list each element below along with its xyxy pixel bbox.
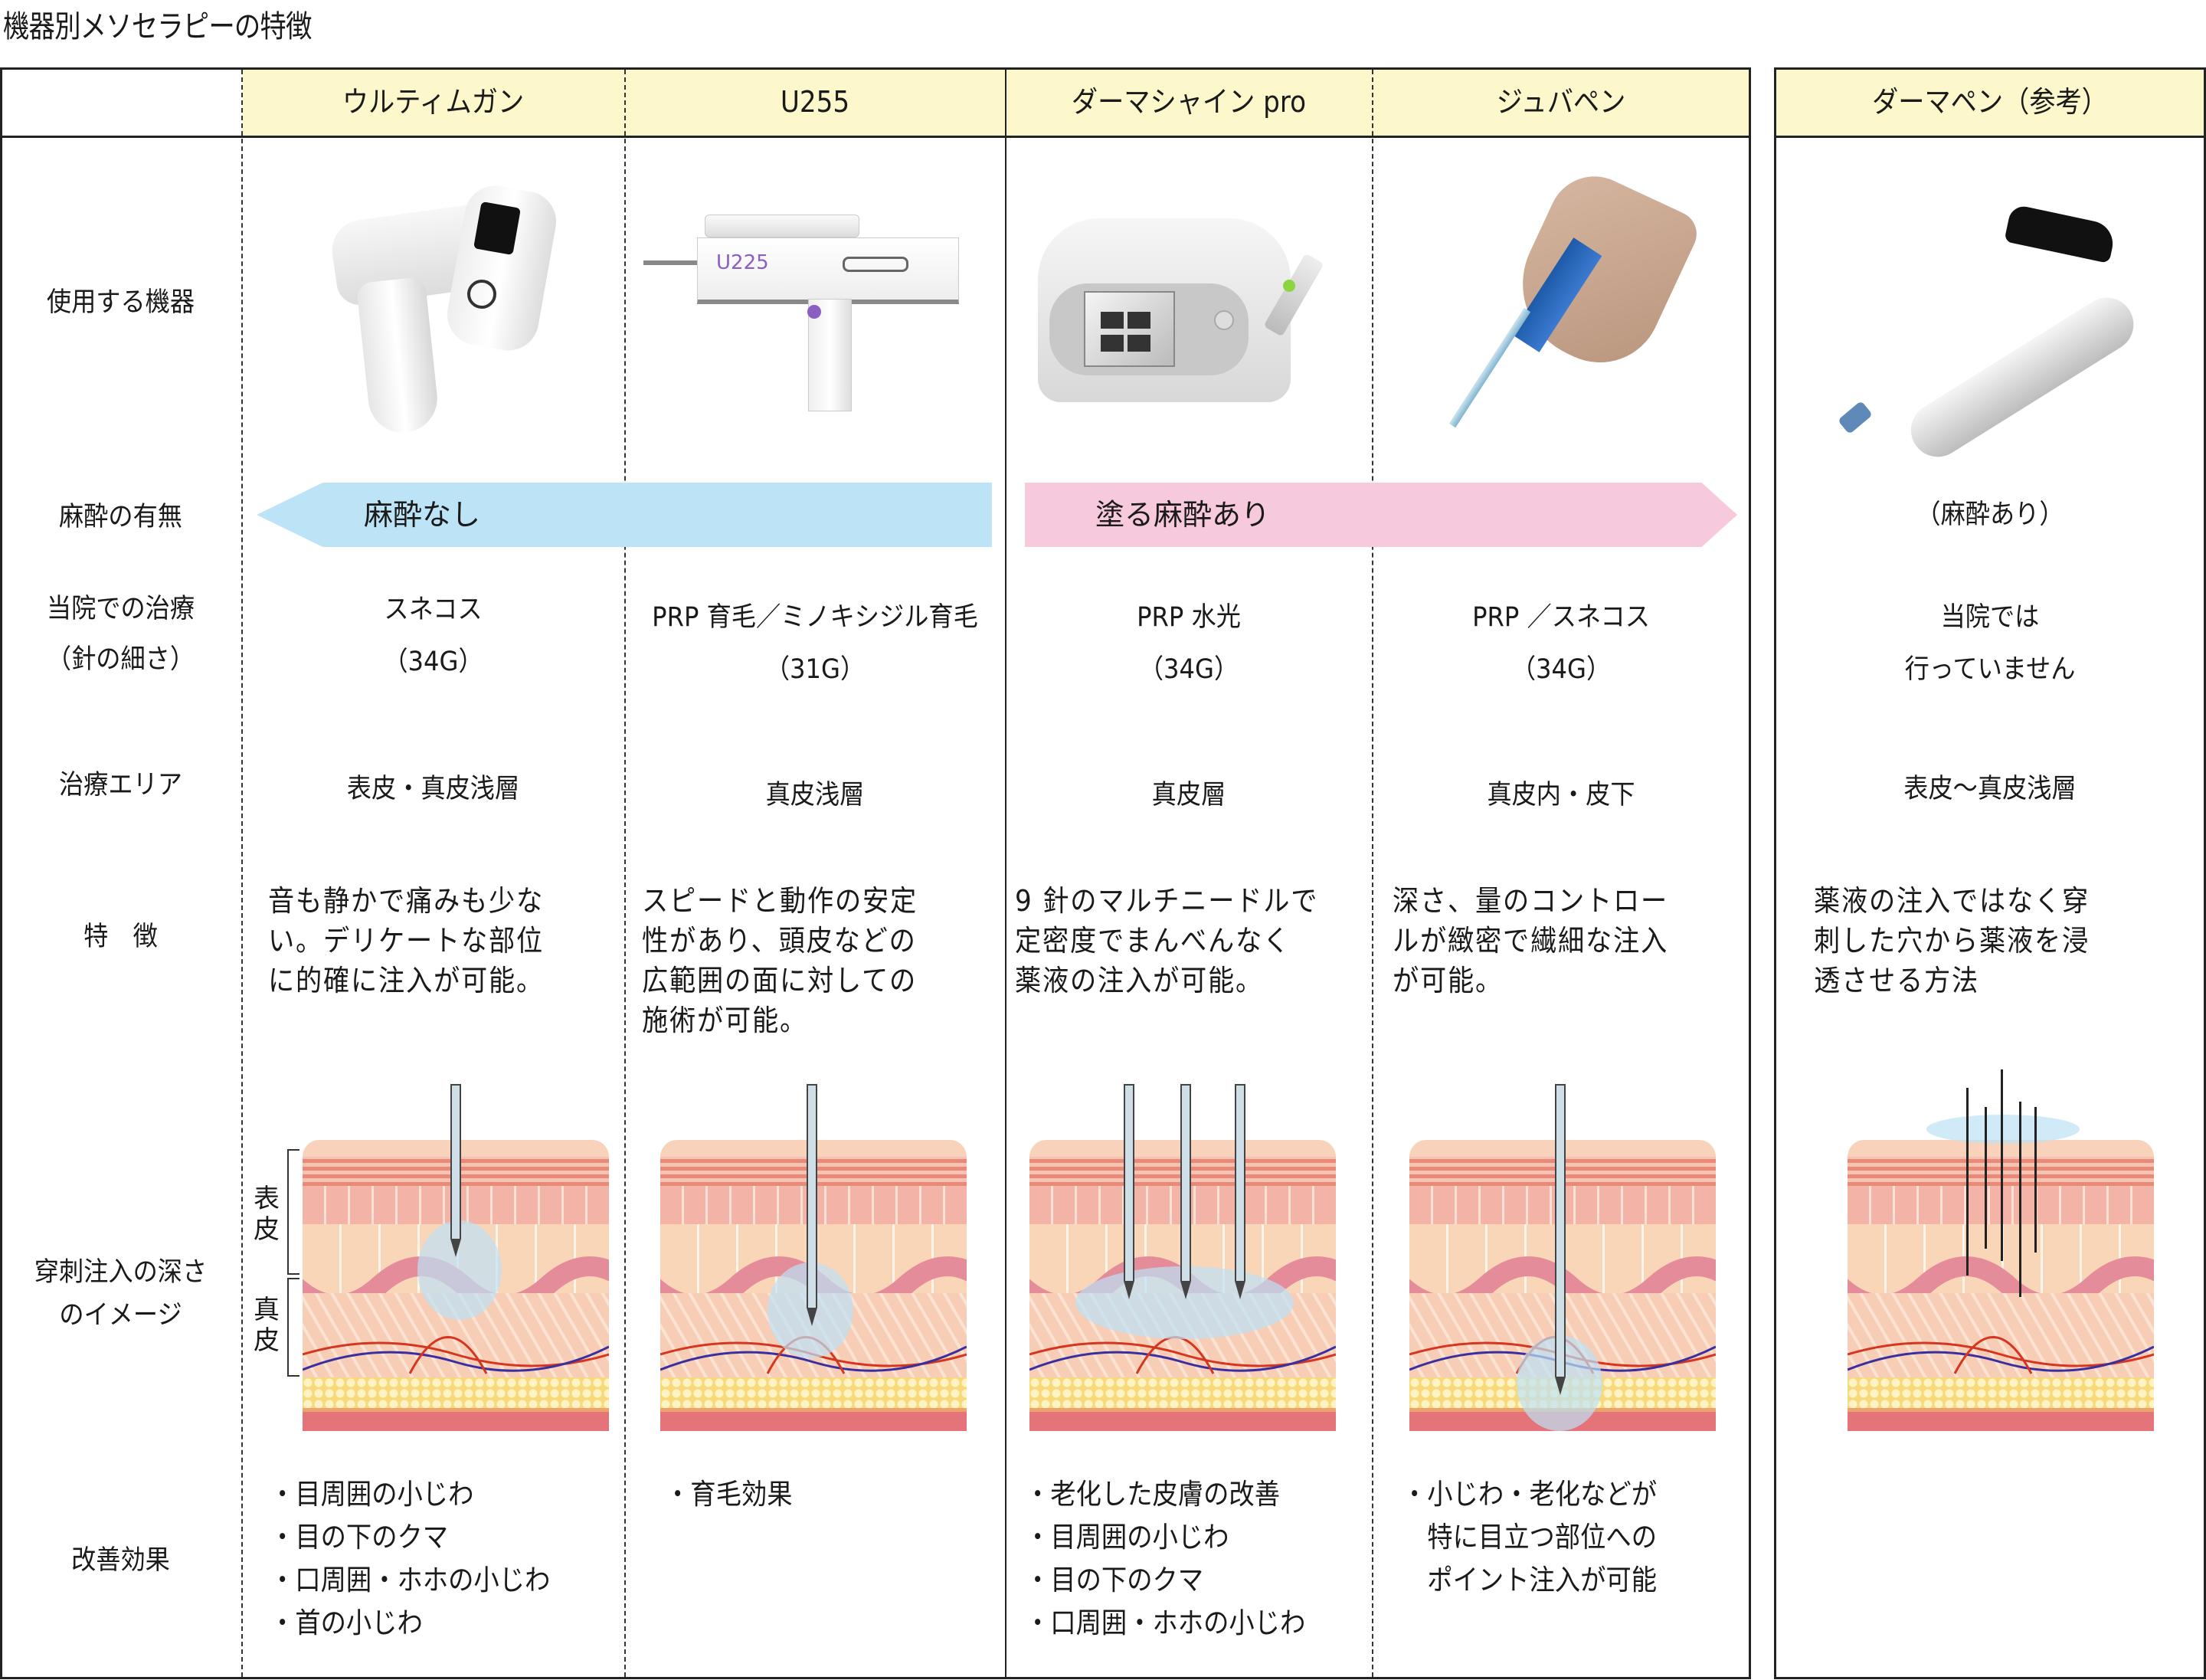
gauge-juvapen: （34G）: [1510, 654, 1612, 685]
row-label-effects: 改善効果: [71, 1545, 170, 1576]
column-header-ultimgun: ウルティムガン: [342, 85, 525, 119]
dermapen-needle-2: [1985, 1107, 1987, 1249]
dermapen-needle-1: [1966, 1088, 1969, 1276]
dermapen-device-image: [1831, 192, 2144, 467]
needle-ultimgun: [450, 1084, 461, 1257]
dermashine-pro-device-image: [1030, 211, 1360, 410]
treatment-u255: PRP 育毛／ミノキシジル育毛: [652, 602, 978, 633]
treatment-dermapen: 当院では: [1940, 602, 2040, 633]
epidermis-label: 表皮: [254, 1184, 280, 1245]
features-u255: スピードと動作の安定 性があり、頭皮などの 広範囲の面に対しての 施術が可能。: [642, 884, 918, 1037]
column-divider: [1005, 70, 1006, 1677]
column-header-u255: U255: [780, 85, 850, 119]
treatment-juvapen: PRP ／スネコス: [1472, 602, 1650, 633]
needle-juvapen: [1555, 1084, 1566, 1395]
anesthesia-topical-arrow: 塗る麻酔あり: [1025, 483, 1737, 547]
effects-ultimgun: ・目周囲の小じわ ・目の下のクマ ・口周囲・ホホの小じわ ・首の小じわ: [270, 1478, 551, 1639]
column-divider: [624, 70, 626, 1677]
column-divider: [1372, 70, 1373, 1677]
area-u255: 真皮浅層: [765, 780, 865, 811]
column-header-juvapen: ジュバペン: [1496, 85, 1626, 119]
anesthesia-none-label: 麻酔なし: [364, 498, 481, 532]
features-ultimgun: 音も静かで痛みも少な い。デリケートな部位 に的確に注入が可能。: [268, 884, 545, 997]
header-bg-main: [242, 70, 1749, 136]
gauge-dermashine: （34G）: [1138, 654, 1239, 685]
header-divider-reference: [1774, 136, 2206, 138]
u225-brand-text: U225: [716, 251, 769, 274]
dermapen-needle-5: [2034, 1107, 2037, 1253]
dermis-label: 真皮: [254, 1295, 280, 1356]
treatment-dermapen-2: 行っていません: [1904, 654, 2076, 685]
dermapen-needle-3: [2001, 1069, 2003, 1261]
needle-dermashine-2: [1180, 1084, 1191, 1299]
row-label-needle-gauge: （針の細さ）: [46, 644, 195, 675]
column-header-dermapen: ダーマペン（参考）: [1872, 85, 2108, 119]
epidermis-bracket: [287, 1149, 299, 1275]
needle-u255: [807, 1084, 817, 1326]
features-juvapen: 深さ、量のコントロー ルが緻密で繊細な注入 が可能。: [1393, 884, 1669, 997]
features-dermashine: 9 針のマルチニードルで 定密度でまんべんなく 薬液の注入が可能。: [1015, 884, 1319, 997]
treatment-ultimgun: スネコス: [384, 594, 483, 625]
anesthesia-topical-label: 塗る麻酔あり: [1095, 498, 1271, 532]
row-label-device: 使用する機器: [46, 287, 195, 318]
row-label-treatment: 当院での治療: [46, 594, 195, 624]
features-dermapen: 薬液の注入ではなく穿 刺した穴から薬液を浸 透させる方法: [1814, 884, 2090, 997]
dermapen-needle-4: [2019, 1102, 2021, 1297]
effects-juvapen: ・小じわ・老化などが 特に目立つ部位への ポイント注入が可能: [1402, 1478, 1657, 1596]
juvapen-device-image: [1413, 161, 1704, 437]
effects-dermashine: ・老化した皮膚の改善 ・目周囲の小じわ ・目の下のクマ ・口周囲・ホホの小じわ: [1025, 1478, 1306, 1639]
column-divider: [241, 70, 243, 1677]
row-label-anesthesia: 麻酔の有無: [58, 502, 182, 532]
page-title: 機器別メソセラピーの特徴: [3, 9, 312, 44]
reference-table: [1774, 67, 2206, 1679]
column-header-dermashine: ダーマシャイン pro: [1071, 85, 1307, 119]
treatment-dermashine: PRP 水光: [1137, 602, 1241, 633]
row-label-depth-2: のイメージ: [59, 1300, 182, 1331]
u225-injector-device-image: U225: [643, 215, 980, 421]
needle-dermashine-3: [1235, 1084, 1245, 1299]
needle-dermashine-1: [1124, 1084, 1134, 1299]
gauge-u255: （31G）: [764, 654, 866, 685]
dermis-bracket: [287, 1278, 299, 1377]
header-bg-reference: [1776, 70, 2204, 136]
dermapen-surface-liquid: [1926, 1115, 2080, 1144]
ultim-gun-device-image: [303, 172, 561, 437]
dermapen-anesthesia: （麻酔あり）: [1916, 499, 2064, 530]
row-label-area: 治療エリア: [58, 770, 182, 801]
header-divider: [0, 136, 1751, 138]
gauge-ultimgun: （34G）: [383, 647, 483, 677]
row-label-depth: 穿刺注入の深さ: [34, 1257, 208, 1288]
effects-u255: ・育毛効果: [665, 1478, 793, 1511]
anesthesia-none-arrow: 麻酔なし: [257, 483, 992, 547]
area-dermashine: 真皮層: [1151, 780, 1226, 811]
area-ultimgun: 表皮・真皮浅層: [346, 774, 520, 804]
row-label-features: 特 徴: [83, 922, 158, 952]
area-dermapen: 表皮〜真皮浅層: [1903, 774, 2077, 804]
area-juvapen: 真皮内・皮下: [1487, 780, 1635, 811]
main-table: [0, 67, 1751, 1679]
